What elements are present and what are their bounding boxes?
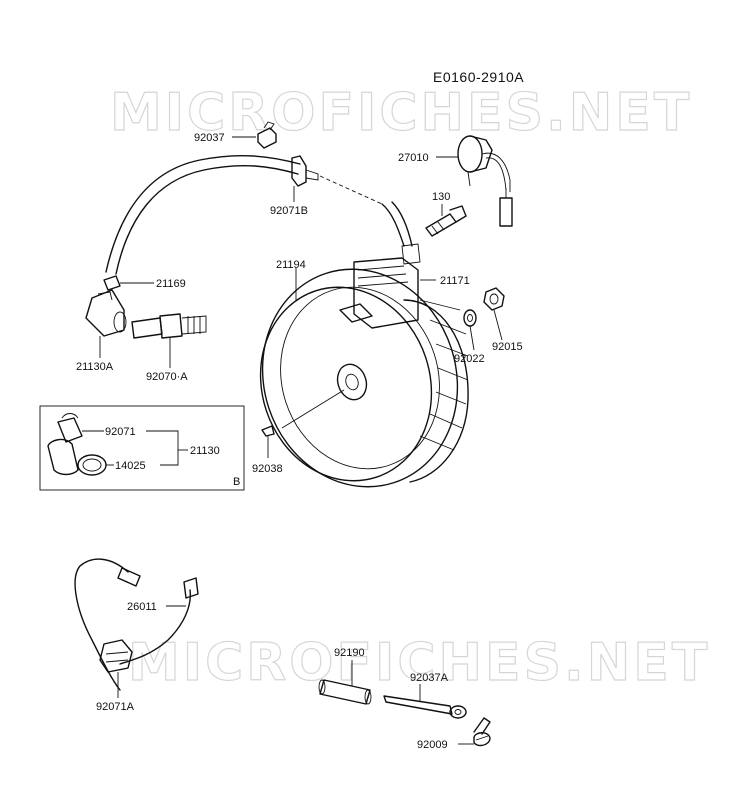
bracket-21130 <box>146 430 179 466</box>
label-26011: 26011 <box>127 601 157 613</box>
inset-tag: B <box>233 476 240 488</box>
label-92071B: 92071B <box>270 205 308 217</box>
label-21171: 21171 <box>440 275 470 287</box>
inset-cap-92071-part <box>47 413 83 476</box>
label-21169: 21169 <box>156 278 186 290</box>
label-92037A: 92037A <box>410 672 449 684</box>
label-92022: 92022 <box>454 353 485 365</box>
label-21130: 21130 <box>190 445 220 457</box>
label-92037: 92037 <box>194 132 225 144</box>
leader-92022 <box>469 325 475 351</box>
screw-92009-part <box>473 717 491 747</box>
flywheel-21194-part <box>259 268 469 488</box>
label-14025: 14025 <box>115 460 146 472</box>
label-92009: 92009 <box>417 739 448 751</box>
watermark-top: MICROFICHES.NET <box>110 83 692 143</box>
label-92015: 92015 <box>492 341 523 353</box>
drawing-code: E0160-2910A <box>433 69 524 85</box>
clamp-21169-part <box>103 275 121 291</box>
switch-27010-part <box>457 135 513 227</box>
washer-92022-part <box>463 309 477 327</box>
coil-21171-part <box>339 243 421 329</box>
watermark-bottom: MICROFICHES.NET <box>128 633 710 693</box>
lead-26011-part <box>74 558 199 691</box>
label-27010: 27010 <box>398 152 429 164</box>
plug-cap-21130A-part <box>85 289 127 337</box>
label-21130A: 21130A <box>76 361 114 373</box>
clip-92037A-part <box>383 695 467 719</box>
inset-ring-14025-part <box>77 454 107 476</box>
tube-92190-part <box>318 679 372 705</box>
spark-plug-92070A-part <box>131 313 207 339</box>
nut-92015-part <box>483 287 505 311</box>
label-92071A: 92071A <box>96 701 135 713</box>
label-21194: 21194 <box>276 259 306 271</box>
leader-92015 <box>493 309 503 341</box>
clip-92037-part <box>257 121 277 149</box>
label-92070A: 92070·A <box>146 371 188 383</box>
label-92190: 92190 <box>334 647 365 659</box>
label-92071: 92071 <box>105 426 136 438</box>
label-92038: 92038 <box>252 463 283 475</box>
inset-box-b <box>39 405 245 491</box>
key-92038-part <box>261 425 275 437</box>
label-130: 130 <box>432 191 450 203</box>
ht-lead-part <box>105 154 413 275</box>
bolt-130-part <box>425 205 467 237</box>
